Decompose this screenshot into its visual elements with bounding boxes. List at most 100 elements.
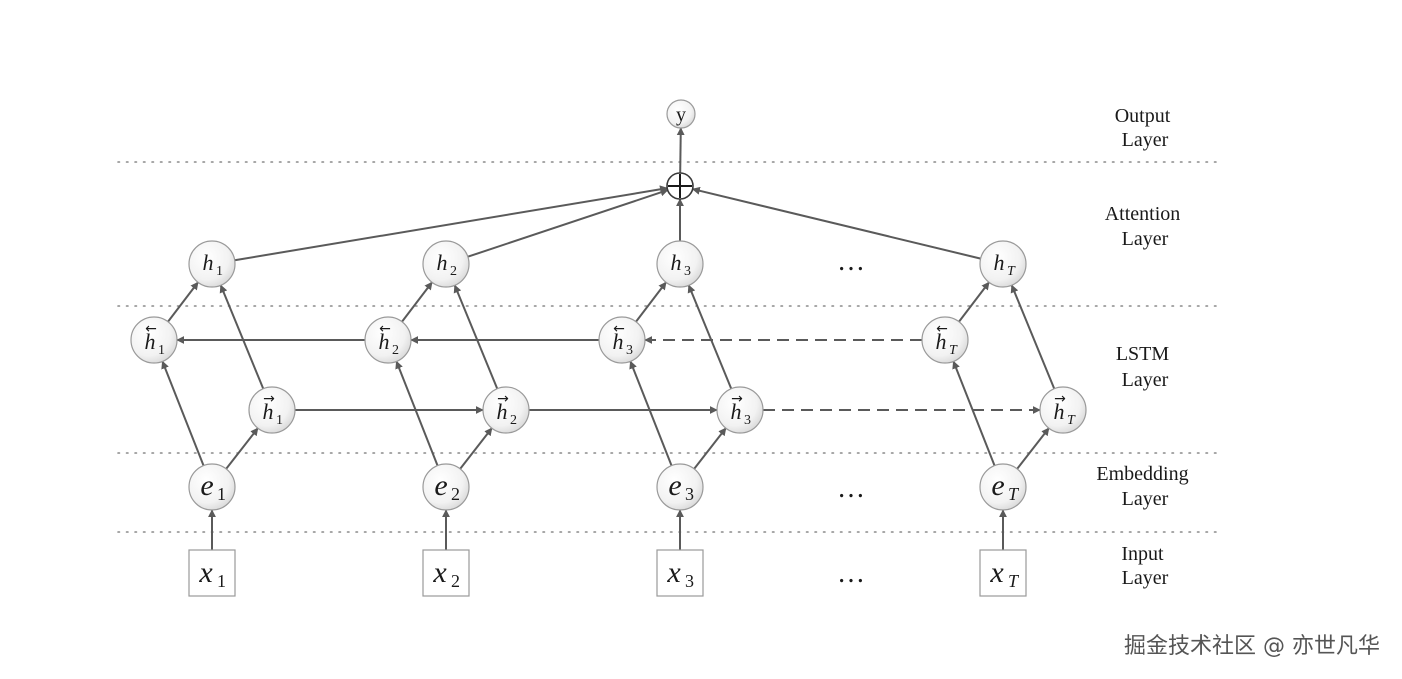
forward-hidden-subscript: 1 [276, 413, 283, 428]
embedding-subscript: T [1008, 484, 1020, 504]
combine-node: + [666, 172, 694, 200]
hidden-subscript: 2 [450, 264, 457, 279]
embedding-symbol: e [434, 469, 447, 502]
watermark: 掘金技术社区 @ 亦世凡华 [1124, 634, 1380, 659]
left-arrow-icon: ← [145, 321, 157, 337]
right-arrow-icon: → [731, 391, 743, 407]
backward-hidden-symbol: h [145, 329, 156, 354]
edge-embedding-forward-4 [1016, 427, 1050, 470]
input-layer-label: Input Layer [1121, 543, 1168, 589]
ellipsis-input: … [837, 558, 867, 589]
edge-embedding-backward-1 [161, 360, 205, 466]
hidden-subscript: 3 [684, 264, 691, 279]
input-symbol: x [666, 556, 681, 589]
edge-combine-output [676, 127, 685, 174]
edge-embedding-backward-4 [952, 360, 996, 466]
right-arrow-icon: → [1054, 391, 1066, 407]
edge-embedding-backward-2 [395, 360, 439, 466]
left-arrow-icon: ← [613, 321, 625, 337]
hidden-symbol: h [994, 250, 1005, 275]
embedding-subscript: 3 [685, 484, 694, 504]
edge-embedding-forward-2 [459, 427, 493, 470]
backward-hidden-subscript: 3 [626, 343, 633, 358]
forward-hidden-subscript: T [1067, 413, 1076, 428]
embedding-symbol: e [991, 469, 1004, 502]
edge-embedding-backward-3 [629, 360, 673, 466]
forward-hidden-subscript: 3 [744, 413, 751, 428]
attention-layer-label: Attention Layer [1105, 203, 1186, 250]
edge-forward-hidden-1 [219, 284, 265, 390]
output-node: y [666, 99, 696, 129]
embedding-subscript: 1 [217, 484, 226, 504]
edge-backward-hidden-1 [167, 281, 199, 323]
edge-backward-hidden-2 [401, 281, 433, 323]
output-node-label: y [676, 104, 686, 126]
ellipsis-attention: … [837, 246, 867, 277]
embedding-layer-label: Embedding Layer [1096, 463, 1193, 510]
backward-hidden-symbol: h [936, 329, 947, 354]
edge-embedding-forward-3 [693, 427, 727, 470]
embedding-symbol: e [668, 469, 681, 502]
edge-forward-hidden-2 [453, 284, 499, 390]
hidden-subscript: 1 [216, 264, 223, 279]
layer-labels: Output Layer Attention Layer LSTM Layer … [1096, 105, 1193, 589]
edge-hidden-combine-1 [234, 185, 668, 262]
hidden-symbol: h [437, 250, 448, 275]
edge-backward-hidden-3 [635, 281, 667, 323]
backward-hidden-subscript: 2 [392, 343, 399, 358]
forward-hidden-symbol: h [497, 399, 508, 424]
embedding-symbol: e [200, 469, 213, 502]
input-symbol: x [989, 556, 1004, 589]
hidden-symbol: h [203, 250, 214, 275]
backward-hidden-symbol: h [613, 329, 624, 354]
edge-hidden-combine-4 [691, 186, 981, 260]
input-symbol: x [432, 556, 447, 589]
right-arrow-icon: → [497, 391, 509, 407]
backward-hidden-subscript: T [949, 343, 958, 358]
ellipses: … … … [837, 246, 867, 589]
hidden-subscript: T [1007, 264, 1016, 279]
input-subscript: 1 [217, 571, 226, 591]
hidden-symbol: h [671, 250, 682, 275]
backward-hidden-subscript: 1 [158, 343, 165, 358]
forward-hidden-symbol: h [731, 399, 742, 424]
forward-hidden-subscript: 2 [510, 413, 517, 428]
left-arrow-icon: ← [379, 321, 391, 337]
output-layer-label: Output Layer [1115, 105, 1176, 151]
input-symbol: x [198, 556, 213, 589]
forward-hidden-symbol: h [1054, 399, 1065, 424]
right-arrow-icon: → [263, 391, 275, 407]
forward-hidden-symbol: h [263, 399, 274, 424]
edge-backward-hidden-4 [958, 281, 990, 323]
left-arrow-icon: ← [936, 321, 948, 337]
edge-forward-hidden-3 [687, 284, 733, 390]
lstm-layer-label: LSTM Layer [1116, 343, 1174, 391]
edge-hidden-combine-2 [467, 188, 669, 258]
backward-hidden-symbol: h [379, 329, 390, 354]
input-subscript: 2 [451, 571, 460, 591]
input-subscript: T [1008, 571, 1020, 591]
embedding-subscript: 2 [451, 484, 460, 504]
ellipsis-embedding: … [837, 473, 867, 504]
edge-embedding-forward-1 [225, 427, 259, 470]
edge-forward-hidden-4 [1010, 284, 1056, 390]
